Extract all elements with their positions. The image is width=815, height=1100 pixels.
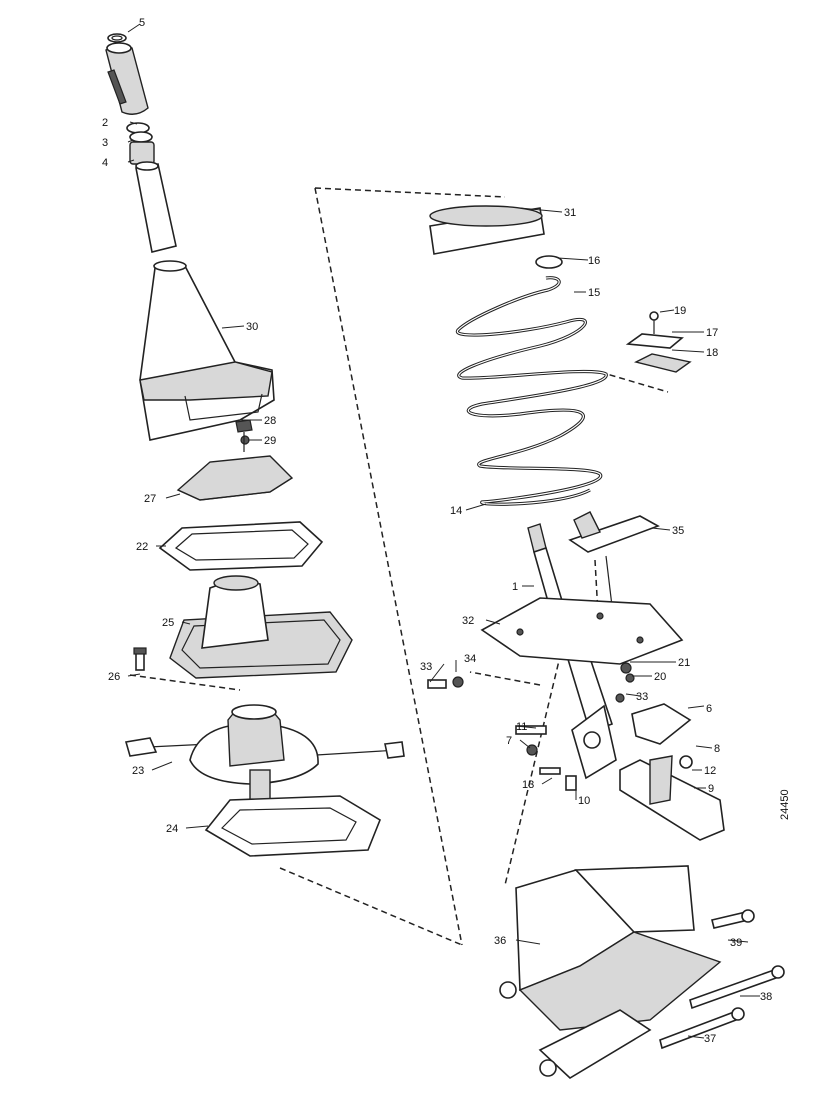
- lever-sleeve-parts: [126, 122, 155, 165]
- callout-28: 28: [264, 415, 276, 427]
- strut-mounting-plate-32: [480, 597, 684, 665]
- callout-leaders: [127, 23, 760, 1039]
- boot-screws: [235, 419, 253, 452]
- gear-lever-boot-30: [139, 260, 275, 441]
- callout-numbers: 5 2 3 4 30 28 29 27 22 25 26 23 24 31 16…: [102, 17, 772, 1045]
- callout-38: 38: [760, 991, 772, 1003]
- callout-27: 27: [144, 493, 156, 505]
- boot-cover-plate-27: [176, 455, 294, 501]
- callout-17: 17: [706, 327, 718, 339]
- gear-lever-tube: [135, 161, 177, 253]
- callout-35: 35: [672, 525, 684, 537]
- callout-18: 18: [706, 347, 718, 359]
- small-fasteners: [427, 662, 635, 703]
- callout-20: 20: [654, 671, 666, 683]
- callout-11: 11: [516, 721, 527, 733]
- callout-25: 25: [162, 617, 174, 629]
- gasket-22: [158, 521, 324, 571]
- callout-3: 3: [102, 137, 108, 149]
- upper-bearing-31: [429, 205, 545, 255]
- callout-1: 1: [512, 581, 518, 593]
- callout-7: 7: [506, 735, 512, 747]
- coil-spring-14: [455, 276, 608, 506]
- mounting-plate-24: [204, 795, 381, 857]
- callout-24: 24: [166, 823, 178, 835]
- callout-2: 2: [102, 117, 108, 129]
- bolt-26: [133, 647, 147, 671]
- knob-retaining-ring: [107, 33, 127, 43]
- callout-19: 19: [674, 305, 686, 317]
- callout-12: 12: [704, 765, 716, 777]
- callout-23: 23: [132, 765, 144, 777]
- crossmember-36: [499, 865, 722, 1079]
- bolts-37-38-39: [659, 909, 785, 1050]
- callout-33-right: 33: [636, 691, 648, 703]
- callout-30: 30: [246, 321, 258, 333]
- callout-14: 14: [450, 505, 462, 517]
- control-arm-9: [619, 755, 725, 841]
- callout-8: 8: [714, 743, 720, 755]
- gear-knob: [105, 42, 149, 115]
- callout-22: 22: [136, 541, 148, 553]
- callout-39: 39: [730, 937, 742, 949]
- reference-number: 24450: [779, 789, 791, 820]
- selector-housing-23: [124, 704, 405, 801]
- callout-32: 32: [462, 615, 474, 627]
- rubber-boot-25: [169, 575, 353, 679]
- callout-31: 31: [564, 207, 576, 219]
- callout-9: 9: [708, 783, 714, 795]
- callout-33-left: 33: [420, 661, 432, 673]
- callout-29: 29: [264, 435, 276, 447]
- callout-26: 26: [108, 671, 120, 683]
- callout-5: 5: [139, 17, 145, 29]
- spring-seat-16: [535, 255, 563, 269]
- callout-10: 10: [578, 795, 590, 807]
- callout-15: 15: [588, 287, 600, 299]
- callout-6: 6: [706, 703, 712, 715]
- callout-34: 34: [464, 653, 476, 665]
- callout-37: 37: [704, 1033, 716, 1045]
- callout-4: 4: [102, 157, 108, 169]
- callout-36: 36: [494, 935, 506, 947]
- bracket-17-18: [625, 311, 692, 373]
- callout-13: 13: [522, 779, 534, 791]
- callout-21: 21: [678, 657, 690, 669]
- callout-16: 16: [588, 255, 600, 267]
